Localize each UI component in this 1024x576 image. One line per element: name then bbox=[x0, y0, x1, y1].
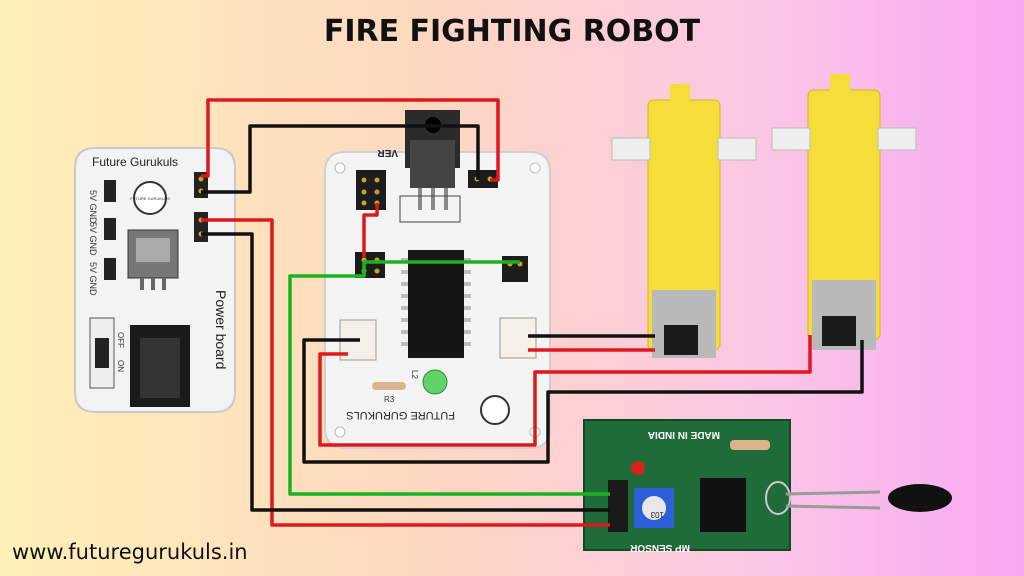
driver-input-header-left bbox=[355, 252, 385, 278]
power-board-label: Power board bbox=[213, 290, 229, 369]
website-url: www.futuregurukuls.in bbox=[12, 540, 248, 564]
power-board-brand: Future Gurukuls bbox=[92, 155, 178, 169]
sensor-label: MP SENSOR bbox=[629, 542, 690, 553]
sensor-ic-chip bbox=[700, 478, 746, 532]
power-board-pin-label-3: 5V GND bbox=[88, 262, 98, 296]
pot-label: 103 bbox=[650, 510, 664, 519]
power-board: Future Gurukuls FUTURE GURUKULS 5V GND 5… bbox=[74, 147, 236, 413]
driver-board-brand: FUTURE GURUKULS bbox=[346, 409, 455, 421]
sensor-pin-header bbox=[608, 480, 628, 532]
motor-left bbox=[611, 84, 757, 358]
motor-connector-right bbox=[499, 317, 537, 359]
driver-out-header bbox=[356, 170, 386, 210]
power-board-pin-label-1: 5V GND bbox=[88, 190, 98, 224]
led-icon bbox=[422, 369, 448, 395]
power-board-out-header-2 bbox=[194, 212, 208, 242]
wires bbox=[201, 98, 864, 527]
driver-input-header-right bbox=[502, 256, 528, 282]
driver-logo-icon bbox=[480, 395, 510, 425]
sensor-made-in: MADE IN INDIA bbox=[648, 429, 720, 440]
led-label: L2 bbox=[410, 370, 419, 379]
driver-ic-chip bbox=[408, 250, 464, 358]
ir-flame-sensor-icon bbox=[888, 484, 952, 512]
sensor-led-icon bbox=[631, 461, 645, 475]
switch-on-label: ON bbox=[116, 360, 125, 372]
page-title: FIRE FIGHTING ROBOT bbox=[323, 14, 701, 49]
flame-sensor-board: MADE IN INDIA MP SENSOR 103 bbox=[583, 419, 952, 553]
switch-off-label: OFF bbox=[116, 332, 125, 348]
motor-right bbox=[771, 74, 917, 350]
power-board-logo-icon bbox=[133, 181, 167, 215]
power-board-pin-label-2: 5V GND bbox=[88, 222, 98, 256]
driver-top-label: VER bbox=[377, 147, 398, 158]
driver-12v-header bbox=[468, 170, 498, 188]
resistor-icon bbox=[372, 382, 406, 390]
resistor-label: R3 bbox=[384, 395, 395, 404]
motor-driver-board: VER L2 R3 FUTURE GURUKULS bbox=[324, 110, 551, 449]
power-board-logo-text: FUTURE GURUKULS bbox=[130, 196, 170, 201]
